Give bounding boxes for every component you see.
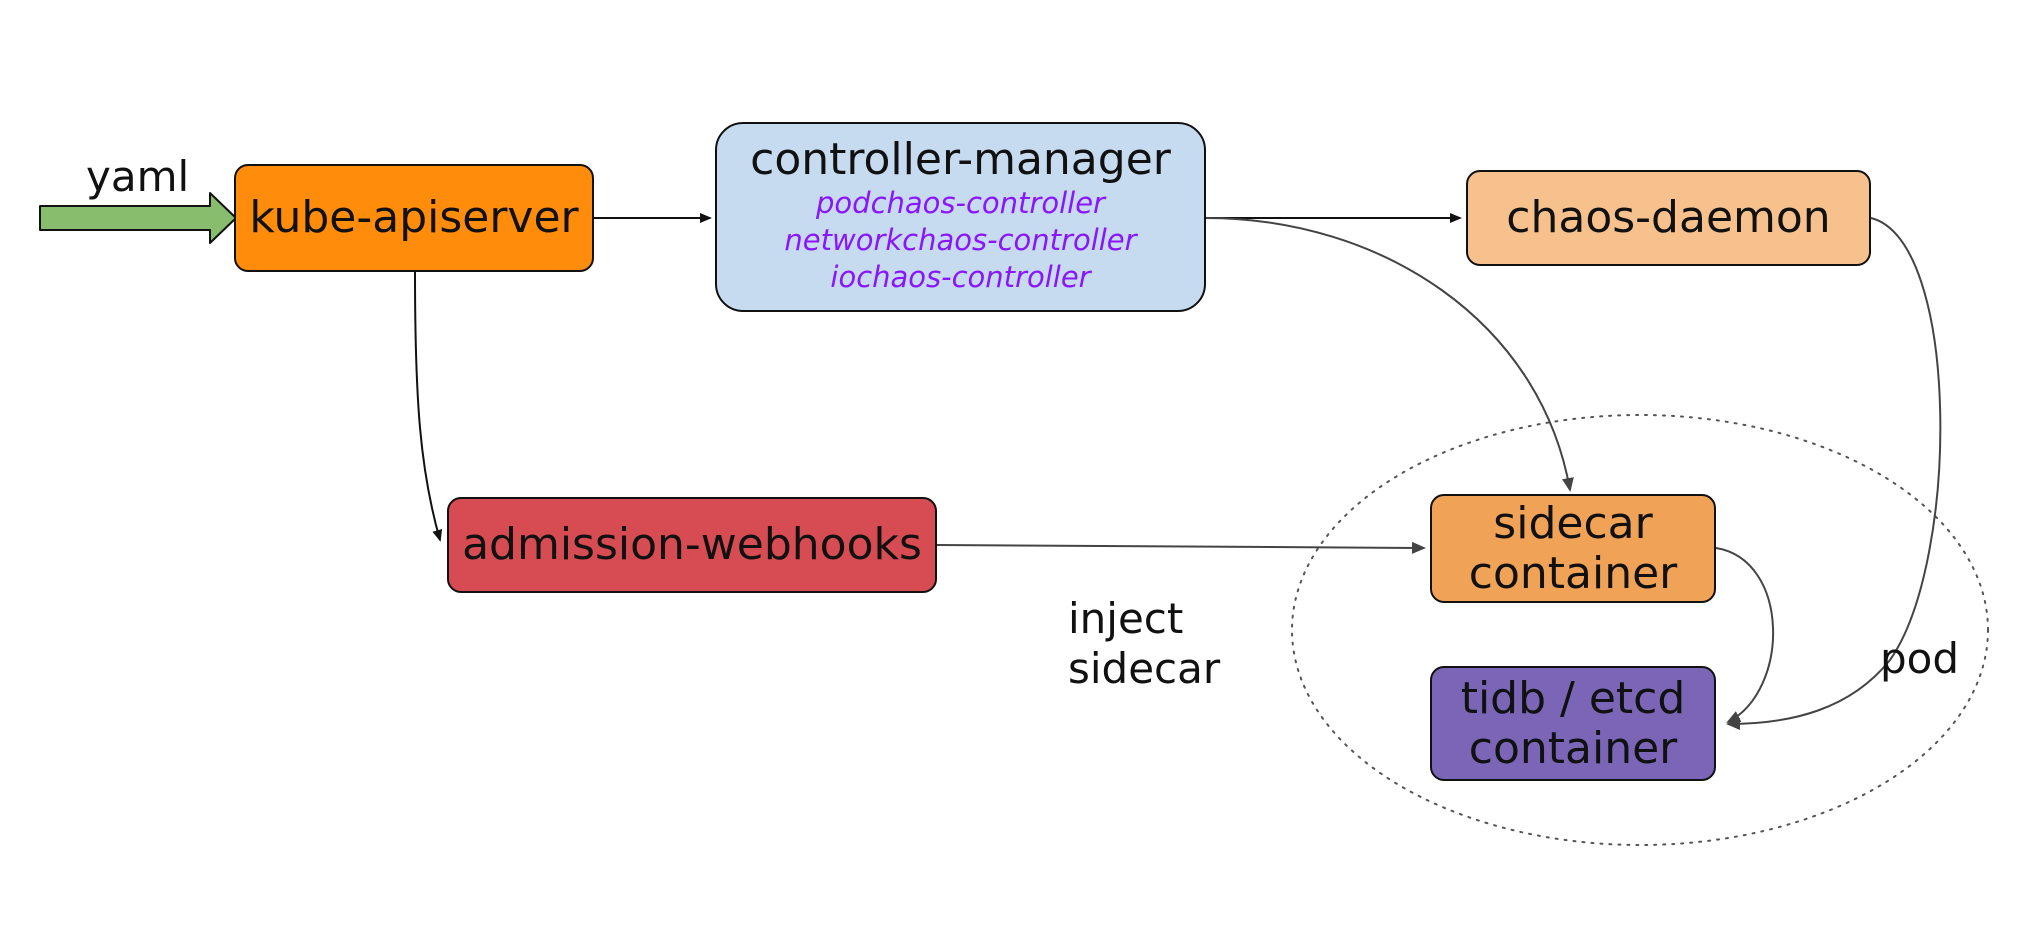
- podchaos-controller-label: podchaos-controller: [816, 185, 1105, 220]
- edge-controller-to-sidecar: [1205, 217, 1574, 492]
- admission-webhooks-node: admission-webhooks: [447, 497, 937, 593]
- yaml-input-arrow: [39, 192, 237, 244]
- sidecar-label-line1: sidecar: [1493, 497, 1653, 549]
- controller-manager-node: controller-manager podchaos-controller n…: [715, 122, 1206, 312]
- sidecar-label-line2: container: [1468, 547, 1678, 599]
- edge-apiserver-to-webhooks: [414, 271, 443, 542]
- pod-boundary: [1291, 414, 1989, 846]
- tidb-label-line2: container: [1468, 722, 1678, 774]
- yaml-label: yaml: [86, 152, 190, 201]
- edge-webhooks-to-sidecar: [936, 541, 1426, 554]
- edge-daemon-to-tidb: [1726, 217, 1942, 730]
- controller-manager-label: controller-manager: [750, 133, 1171, 185]
- kube-apiserver-label: kube-apiserver: [249, 192, 579, 243]
- iochaos-controller-label: iochaos-controller: [830, 259, 1091, 294]
- pod-label: pod: [1880, 634, 1960, 683]
- networkchaos-controller-label: networkchaos-controller: [784, 222, 1137, 257]
- sidecar-container-node: sidecar container: [1430, 494, 1716, 603]
- chaos-daemon-label: chaos-daemon: [1506, 192, 1831, 243]
- tidb-label-line1: tidb / etcd: [1460, 672, 1686, 724]
- admission-webhooks-label: admission-webhooks: [462, 519, 922, 570]
- inject-label-line2: sidecar: [1068, 644, 1221, 693]
- tidb-etcd-container-node: tidb / etcd container: [1430, 666, 1716, 781]
- edge-sidecar-to-tidb: [1715, 547, 1775, 723]
- inject-label-line1: inject: [1068, 594, 1184, 643]
- chaos-daemon-node: chaos-daemon: [1466, 170, 1871, 266]
- inject-sidecar-label: inject sidecar: [1068, 594, 1220, 694]
- kube-apiserver-node: kube-apiserver: [234, 164, 594, 272]
